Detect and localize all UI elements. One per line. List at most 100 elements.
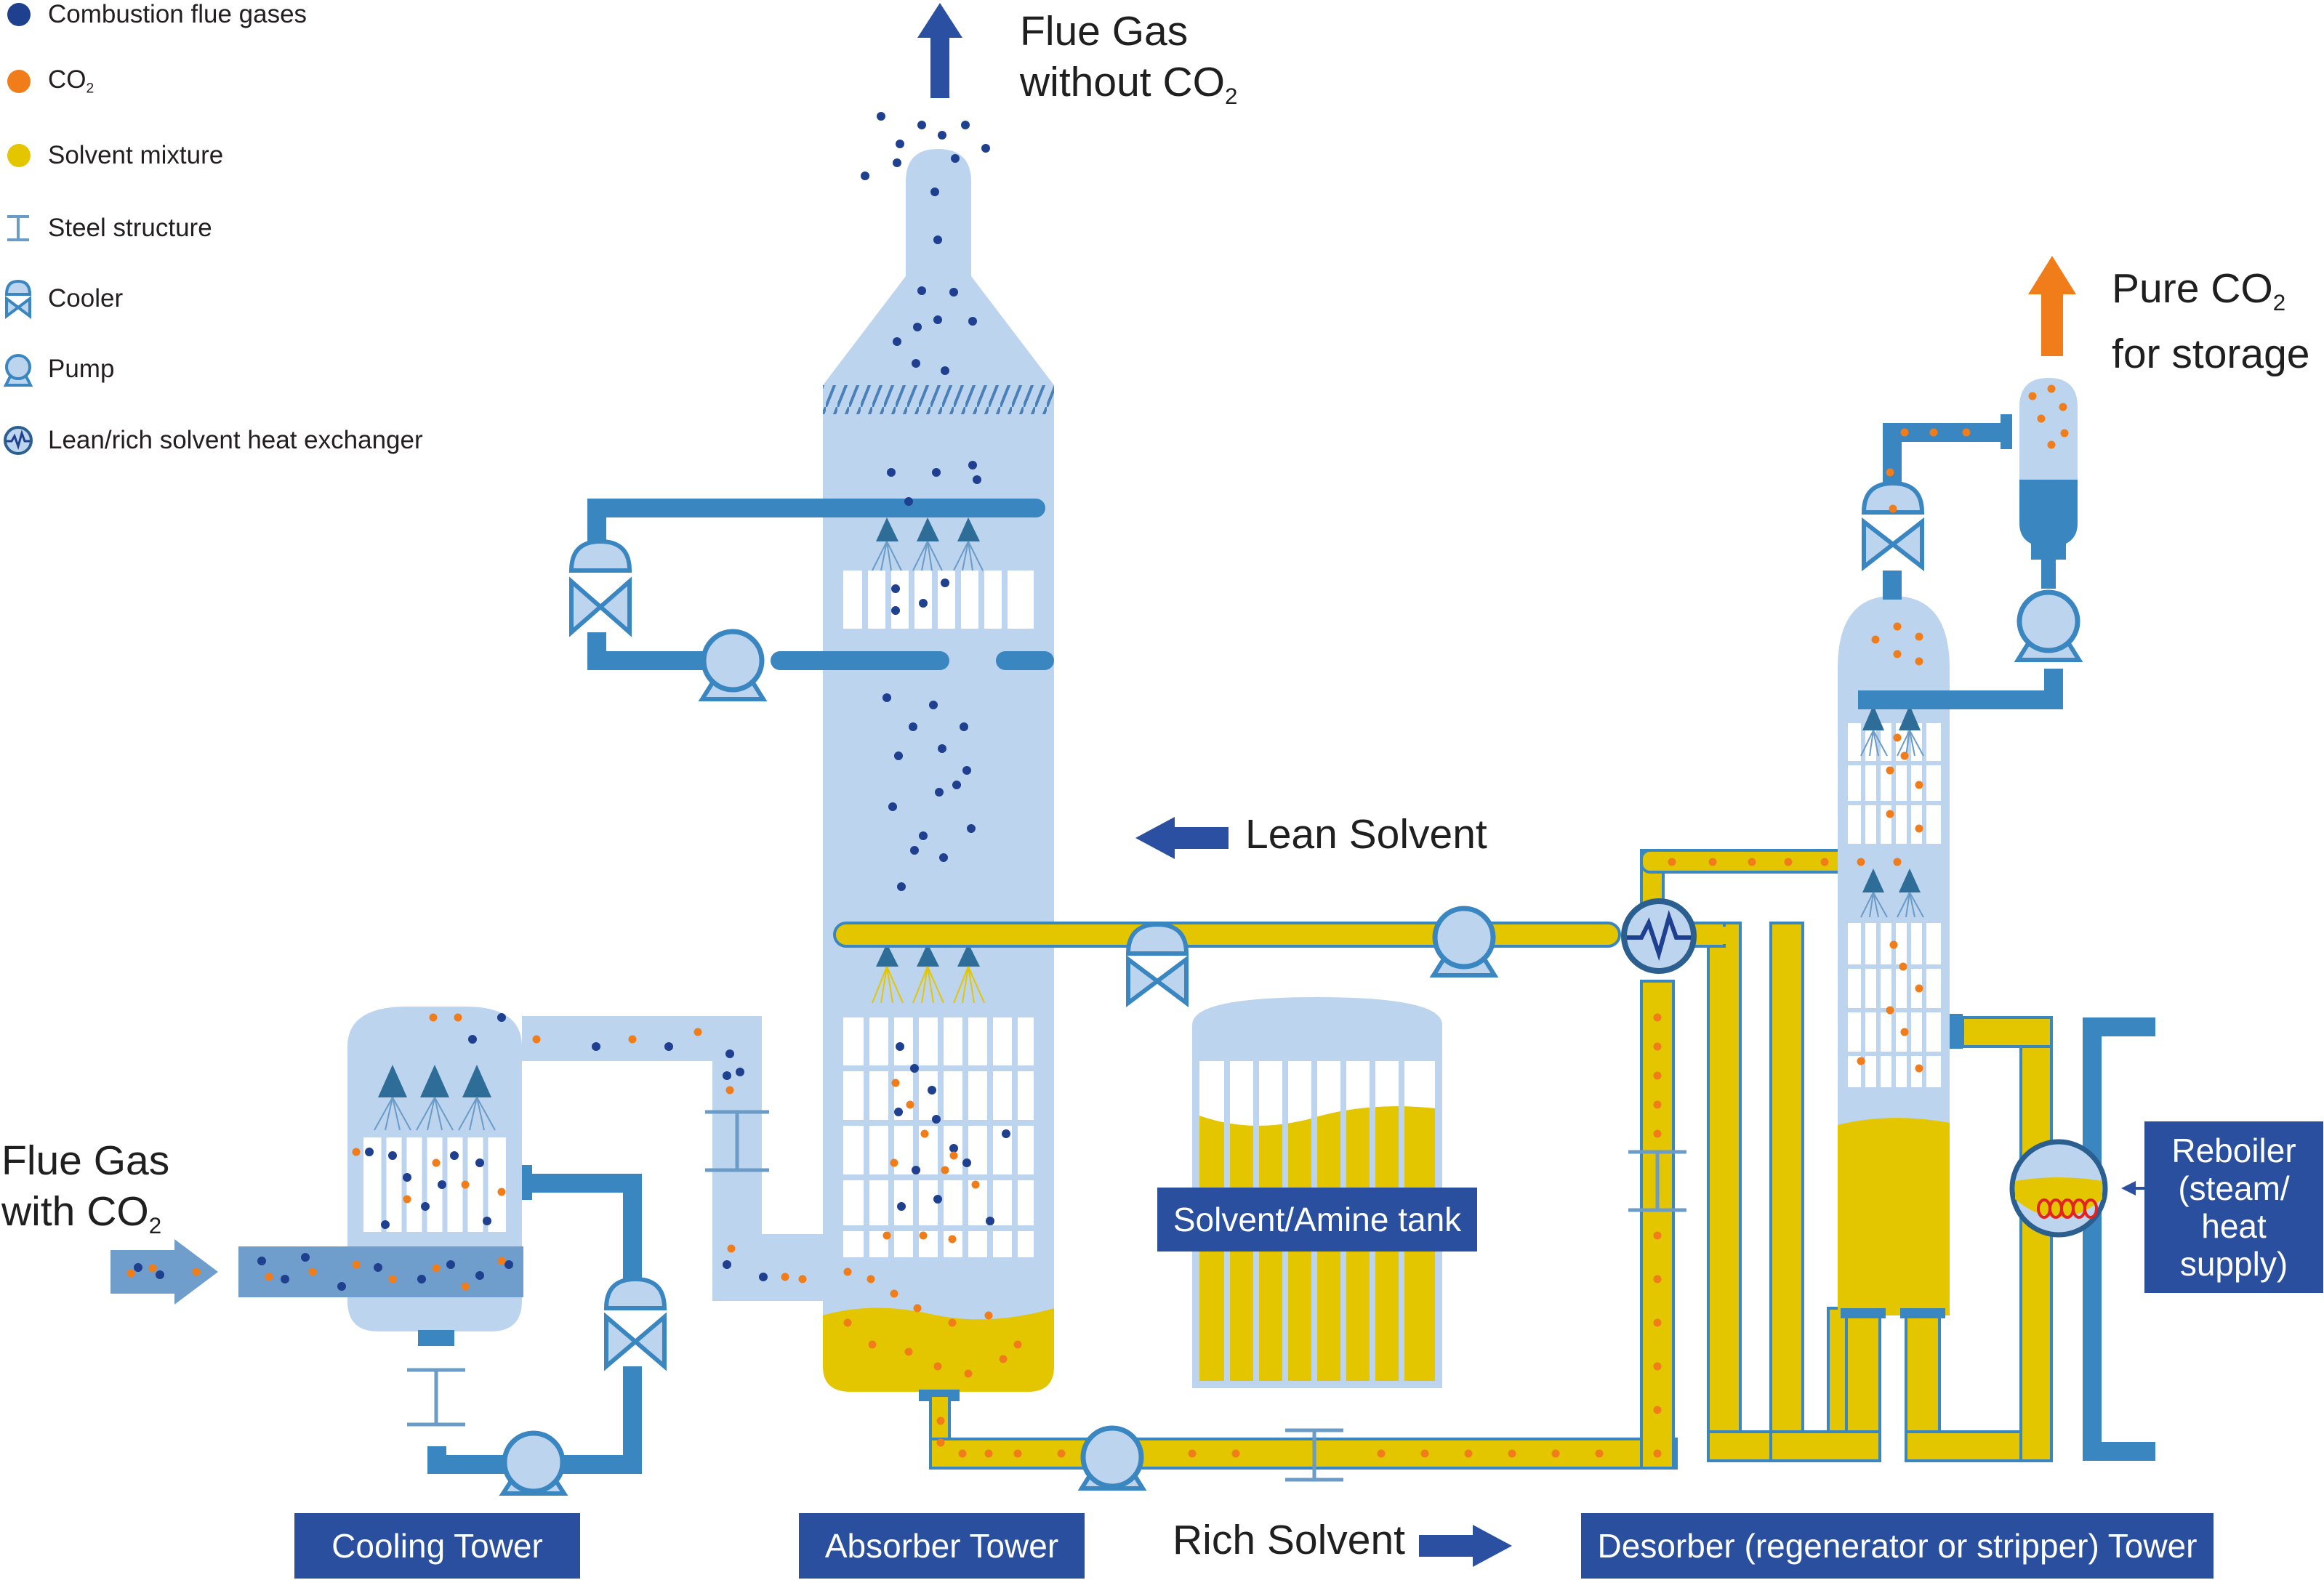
flue-gas-dot (893, 158, 901, 167)
flue-gas-dot (504, 1260, 513, 1269)
flue-gas-dot (723, 1071, 731, 1080)
flue-gas-dot (962, 1158, 971, 1167)
co2-dot (1915, 657, 1923, 666)
flue-gas-dot (483, 1217, 491, 1225)
flue-gas-dot (933, 1195, 942, 1204)
flue-gas-dot (894, 751, 903, 760)
cooling-tower-steel-structure (407, 1368, 465, 1427)
flue-gas-dot (897, 882, 906, 891)
flue-gas-dots (134, 112, 1010, 1291)
co2-dot (148, 1264, 157, 1273)
co2-dot (265, 1273, 273, 1281)
co2-separator-vessel (2019, 378, 2078, 589)
flue-gas-dot (941, 579, 949, 587)
co2-dot (1653, 1071, 1662, 1080)
co2-dot (868, 1340, 877, 1349)
co2-dot (1857, 858, 1865, 866)
flue-gas-dot (438, 1180, 446, 1189)
co2-dot (2037, 414, 2046, 423)
flue-gas-dot (935, 788, 944, 797)
flue-gas-dot (281, 1275, 289, 1283)
flue-gas-dot (913, 323, 922, 331)
co2-dot (933, 1362, 942, 1371)
absorber-tower-label: Absorber Tower (799, 1513, 1085, 1579)
absorber-recycle-pump (698, 629, 768, 701)
flue-gas-dot (904, 497, 913, 506)
flue-gas-dot (919, 831, 928, 840)
co2-dot (1653, 1449, 1662, 1458)
co2-dot (913, 1304, 922, 1313)
flue-gas-dot (951, 154, 960, 163)
flue-gas-dot (893, 337, 901, 346)
flue-gas-dot (877, 112, 885, 121)
flue-gas-dot (882, 693, 891, 702)
reboiler-label: Reboiler (steam/ heat supply) (2144, 1121, 2323, 1293)
co2-dot (941, 1166, 949, 1174)
co2-dot (1231, 1449, 1240, 1458)
co2-dot (1886, 1006, 1894, 1015)
lean-solvent-cooler (1125, 922, 1189, 1007)
co2-dot (906, 1100, 914, 1109)
pure-co2-arrow (2028, 256, 2076, 356)
co2-dot (1748, 858, 1756, 866)
flue-gas-dot (986, 1217, 994, 1225)
co2-dot (454, 1013, 462, 1022)
flue-gas-dot (475, 1158, 484, 1167)
co2-dot (867, 1275, 875, 1283)
co2-dot (2060, 429, 2069, 438)
absorber-top-sprayers (876, 517, 980, 541)
absorber-solvent-pool (823, 1307, 1054, 1392)
legend-label: CO2 (48, 65, 95, 97)
flue-gas-dot (912, 359, 920, 368)
co2-dot (1886, 766, 1894, 775)
flue-gas-dot (894, 1108, 903, 1116)
flue-gas-dot (961, 121, 970, 129)
co2-dot (432, 1158, 441, 1167)
co2-dot (1962, 428, 1971, 437)
legend-item-co2: CO2 (0, 60, 94, 103)
legend-item-flue-gases: Combustion flue gases (0, 0, 307, 36)
co2-dot (352, 1148, 361, 1156)
flue-gas-dot (929, 701, 938, 709)
demister-band (823, 385, 1054, 414)
co2-dot (1653, 1231, 1662, 1240)
flue-gas-dot (949, 1144, 958, 1153)
co2-dot (1057, 1449, 1066, 1458)
desorber-tower (1838, 596, 1963, 1461)
co2-dot (1889, 504, 1897, 513)
co2-dot (2047, 384, 2056, 393)
flue-gas-dot (896, 1042, 904, 1051)
co2-dot (1420, 1449, 1429, 1458)
reboiler-yellow-loops (1769, 922, 2053, 1462)
legend-label: Steel structure (48, 214, 212, 242)
flue-gas-dot (861, 172, 869, 180)
solvent-tank-label: Solvent/Amine tank (1157, 1188, 1477, 1251)
co2-dot (984, 1311, 993, 1320)
co2-dot (1653, 1362, 1662, 1371)
desorber-solvent-pool (1838, 1118, 1950, 1315)
co2-dot (1915, 781, 1923, 789)
flue-gas-dot (468, 1035, 477, 1044)
steam-loop (2083, 1017, 2155, 1461)
co2-dot (497, 1257, 506, 1265)
flue-gas-dot (912, 1166, 920, 1174)
yellow-dot-icon (0, 134, 44, 177)
co2-dot (1653, 1042, 1662, 1051)
co2-dot (1893, 858, 1902, 866)
flue-gas-dot (909, 722, 917, 731)
flue-gas-dot (919, 599, 928, 608)
pump-icon (0, 347, 44, 391)
flue-gas-dot (134, 1263, 142, 1272)
co2-dot (891, 1079, 900, 1087)
flue-gas-dot (917, 121, 926, 129)
co2-dot (352, 1260, 361, 1269)
co2-dot (843, 1318, 852, 1327)
co2-dot (890, 1158, 898, 1167)
orange-dot-icon (0, 60, 44, 103)
co2-dot (936, 1438, 945, 1447)
flue-gas-dot (417, 1275, 426, 1283)
flue-gas-dot (939, 853, 948, 862)
flue-gas-dot (897, 1202, 906, 1211)
co2-dot (2059, 403, 2067, 411)
flue-gas-dot (381, 1220, 390, 1229)
